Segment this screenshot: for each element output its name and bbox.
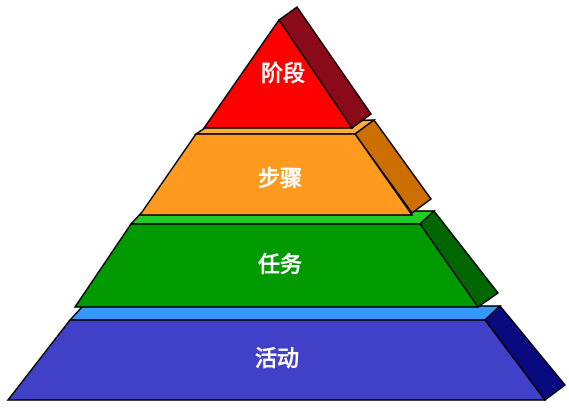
tier-step-label: 步骤 [258,166,302,192]
tier-phase-face [202,18,354,129]
tier-step-side [353,118,433,215]
tier-task: 任务 [73,209,500,309]
tier-step-face [138,133,414,216]
tier-task-label: 任务 [257,252,303,278]
tier-activity: 活动 [6,304,567,402]
tier-phase: 阶段 [202,5,373,130]
tier-activity-top [68,305,502,321]
tier-task-face [73,223,480,308]
tier-activity-label: 活动 [255,346,299,372]
tier-phase-label: 阶段 [261,61,305,87]
tier-activity-face [6,319,547,401]
tier-step: 步骤 [138,118,433,216]
